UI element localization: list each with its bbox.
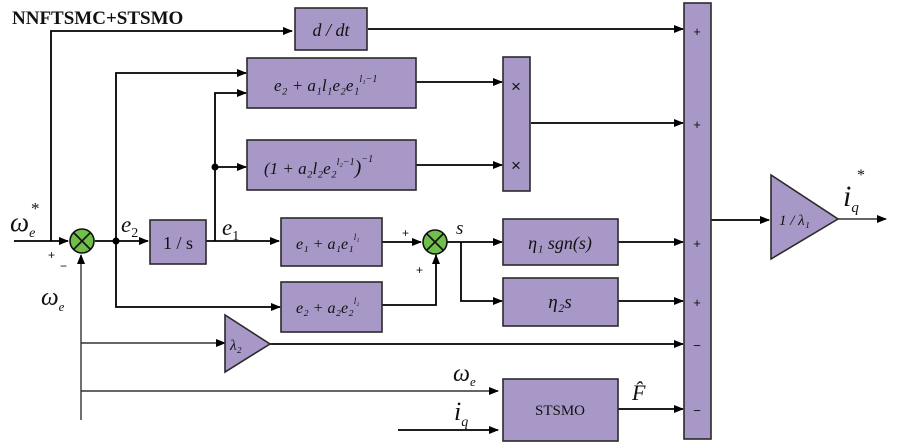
- branch-dot-e2: [112, 237, 120, 245]
- output-current-star: *: [857, 167, 865, 184]
- multiplier-top-sign: ×: [511, 77, 521, 96]
- sum-junction-sliding: [422, 229, 448, 255]
- junction2-plus-bottom: +: [416, 263, 423, 277]
- e1-sub: 1: [232, 229, 239, 244]
- diagram-title: NNFTSMC+STSMO: [12, 8, 183, 29]
- switching-label: η₁ sgn(s): [528, 233, 592, 254]
- e2-sub: 2: [131, 226, 138, 241]
- switching-block: [502, 218, 619, 266]
- observer-speed-label: ωe: [453, 361, 476, 389]
- ref-speed-base: ω: [10, 207, 29, 237]
- integrator-block: [149, 219, 207, 265]
- linear-block: [502, 277, 619, 327]
- reference-speed-label: ωe: [10, 207, 35, 241]
- obs-speed-sub: e: [470, 374, 476, 389]
- branch-dot-e1: [211, 163, 219, 171]
- measured-speed-label: ωe: [41, 284, 65, 314]
- f-hat-label: F̂: [631, 380, 646, 405]
- observer-block: [502, 378, 619, 442]
- obs-current-sub: q: [461, 415, 468, 430]
- sliding-e2-sup: l₂: [354, 296, 360, 306]
- term-b-tail-sup: −1: [361, 154, 373, 165]
- integrator-label: 1 / s: [163, 233, 193, 253]
- meas-speed-sub: e: [59, 299, 65, 314]
- gain-out-triangle: [770, 173, 840, 261]
- sum-sign-3: +: [693, 236, 701, 251]
- sliding-e1-text: e₁ + a₁e₁: [296, 236, 354, 253]
- term-a-block: [246, 57, 417, 109]
- sum-sign-6: −: [693, 403, 701, 418]
- term-b-label: (1 + a₂l₂e₂l₂−1)−1: [264, 154, 373, 179]
- linear-label: η₂s: [548, 292, 571, 313]
- derivative-label: d / dt: [312, 20, 350, 40]
- multiplier-block: [502, 56, 531, 192]
- sum-sign-2: +: [693, 117, 701, 132]
- e2-label: e2: [121, 212, 138, 241]
- term-b-text: (1 + a₂l₂e₂: [264, 159, 337, 178]
- reference-speed-star: *: [31, 199, 40, 218]
- term-a-sup: l₁−1: [359, 74, 377, 85]
- wire-s-to-linear: [460, 242, 503, 305]
- term-b-block: [246, 139, 417, 191]
- obs-current-base: i: [454, 397, 461, 426]
- sum-junction-error: [69, 228, 95, 254]
- observer-label: STSMO: [535, 403, 585, 419]
- out-current-base: i: [843, 180, 851, 213]
- summing-bar: [683, 2, 712, 440]
- sliding-e1-sup: l₁: [354, 232, 360, 242]
- e1-label: e1: [222, 215, 239, 244]
- meas-speed-base: ω: [41, 284, 59, 311]
- wire-to-derivative: [50, 27, 293, 241]
- term-a-label: e₂ + a₁l₁e₂e₁l₁−1: [274, 74, 377, 95]
- wire-e2-to-sliding-e2: [115, 241, 281, 311]
- ref-speed-sub: e: [29, 226, 35, 241]
- wire-e1-up: [214, 89, 247, 241]
- derivative-block: [294, 7, 368, 51]
- sum-sign-5: −: [693, 338, 701, 353]
- junction1-minus: −: [60, 259, 67, 273]
- multiplier-bottom-sign: ×: [511, 156, 521, 175]
- sliding-e1-block: [280, 217, 383, 267]
- gain-lambda2-triangle: [224, 313, 272, 374]
- gain-out-label: 1 / λ₁: [779, 213, 810, 229]
- sliding-e2-label: e₂ + a₂e₂l₂: [296, 296, 359, 317]
- wire-e2-to-term-a: [115, 69, 247, 241]
- wire-sliding-e2-out: [382, 254, 440, 306]
- sum-sign-4: +: [693, 295, 701, 310]
- obs-speed-base: ω: [453, 361, 470, 387]
- observer-current-label: iq: [454, 397, 468, 430]
- term-b-sup: l₂−1: [337, 157, 355, 168]
- sliding-e2-text: e₂ + a₂e₂: [296, 300, 354, 317]
- sliding-e2-block: [280, 281, 383, 333]
- s-label: s: [456, 218, 463, 239]
- gain-lambda2-label: λ₂: [229, 338, 242, 354]
- junction2-plus-top: +: [402, 226, 409, 240]
- e1-base: e: [222, 215, 232, 240]
- sum-sign-1: +: [693, 24, 701, 39]
- junction1-plus: +: [48, 248, 55, 262]
- out-current-sub: q: [851, 200, 859, 216]
- term-b-tail: ): [354, 157, 362, 179]
- e2-base: e: [121, 212, 131, 237]
- term-a-text: e₂ + a₁l₁e₂e₁: [274, 76, 359, 95]
- output-current-label: iq: [843, 180, 859, 216]
- sliding-e1-label: e₁ + a₁e₁l₁: [296, 232, 359, 253]
